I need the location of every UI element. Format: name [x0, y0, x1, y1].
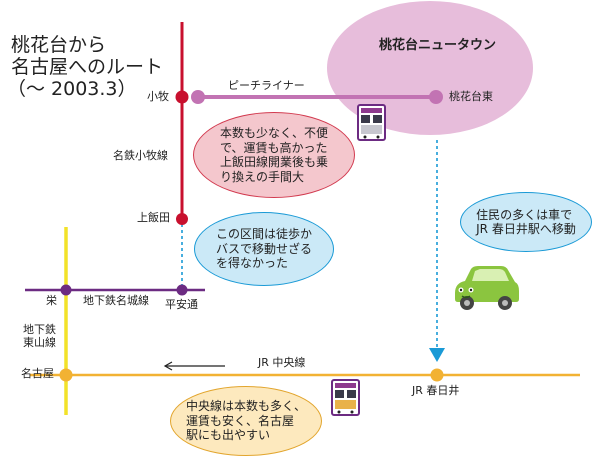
- newtown-label: 桃花台ニュータウン: [379, 38, 497, 53]
- station-sakae[interactable]: [60, 284, 72, 296]
- jr-chuo-label: JR 中央線: [258, 356, 306, 369]
- map-title: 桃花台から 名古屋へのルート （～ 2003.3）: [7, 34, 164, 100]
- label-tokadai-higashi: 桃花台東: [449, 90, 493, 103]
- station-kamiiida[interactable]: [176, 213, 188, 225]
- subway-higashiyama-label: 地下鉄 東山線: [23, 323, 56, 349]
- note-bubble-chuo: 中央線は本数も多く、 運賃も安く、名古屋 駅にも出やすい: [170, 386, 322, 456]
- label-sakae: 栄: [46, 294, 57, 307]
- label-jr-kasugai: JR 春日井: [412, 384, 460, 397]
- note-text-inconvenient: 本数も少なく、不便 で、運賃も高かった 上飯田線開業後も乗 り換えの手間大: [219, 126, 328, 184]
- station-komaki-peach[interactable]: [191, 90, 205, 104]
- title-line-2: 名古屋へのルート: [11, 56, 164, 78]
- meitetsu-komaki-label: 名鉄小牧線: [113, 149, 168, 162]
- direction-arrow: [163, 361, 225, 371]
- station-tokadai-higashi[interactable]: [429, 90, 443, 104]
- note-bubble-inconvenient: 本数も少なく、不便 で、運賃も高かった 上飯田線開業後も乗 り換えの手間大: [193, 112, 355, 198]
- peach-liner-label: ピーチライナー: [228, 79, 305, 92]
- train-icon: [357, 104, 386, 141]
- note-text-walk: この区間は徒歩か バスで移動せざる を得なかった: [215, 227, 312, 271]
- train-icon: [331, 379, 360, 416]
- note-text-car: 住民の多くは車で JR 春日井駅へ移動: [476, 207, 576, 237]
- station-komaki[interactable]: [175, 90, 189, 104]
- note-text-chuo: 中央線は本数も多く、 運賃も安く、名古屋 駅にも出やすい: [185, 399, 306, 443]
- label-kamiiida: 上飯田: [137, 211, 170, 224]
- note-bubble-walk: この区間は徒歩か バスで移動せざる を得なかった: [194, 212, 334, 286]
- station-heian-dori[interactable]: [176, 284, 188, 296]
- label-komaki: 小牧: [147, 90, 169, 103]
- subway-meijo-label: 地下鉄名城線: [83, 294, 149, 307]
- title-line-3: （～ 2003.3）: [7, 78, 137, 100]
- label-nagoya: 名古屋: [21, 367, 54, 380]
- title-line-1: 桃花台から: [11, 34, 107, 56]
- newtown-area: [327, 1, 533, 135]
- note-bubble-car: 住民の多くは車で JR 春日井駅へ移動: [460, 192, 592, 252]
- label-heian-dori: 平安通: [165, 298, 198, 311]
- station-nagoya[interactable]: [59, 368, 73, 382]
- station-jr-kasugai[interactable]: [430, 368, 444, 382]
- car-route-arrowhead: [429, 348, 445, 362]
- car-icon: [455, 266, 519, 310]
